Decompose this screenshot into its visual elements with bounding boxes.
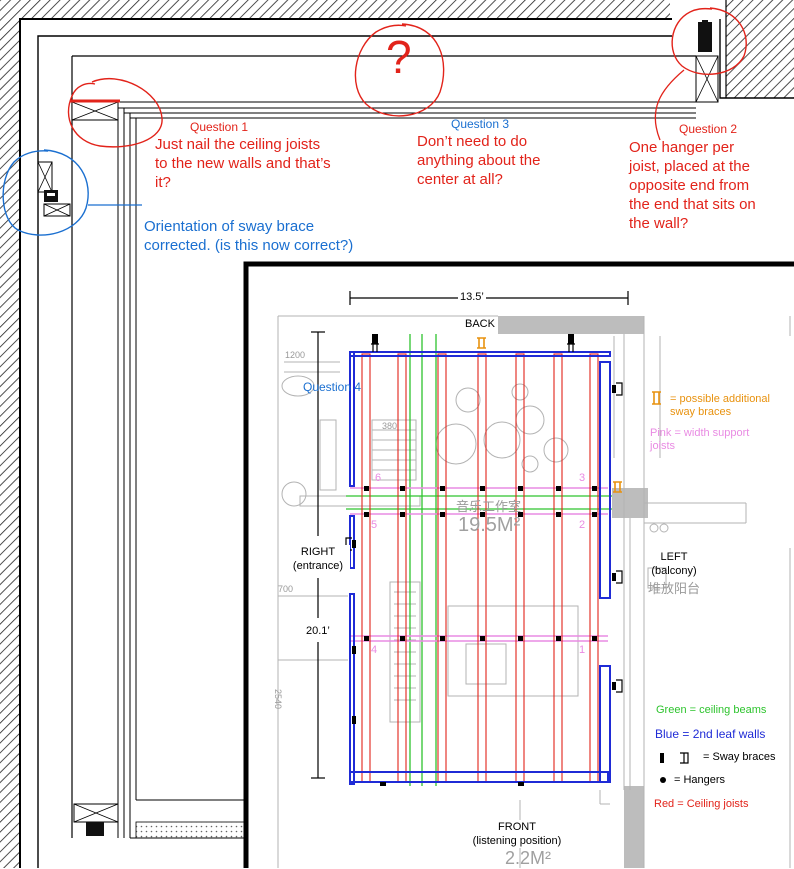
possible-sway-braces xyxy=(477,337,622,493)
legend-pink: Pink = width support joists xyxy=(650,427,749,453)
room-cn-label: 音乐工作室 xyxy=(456,500,522,515)
q2-line: the end that sits on xyxy=(629,196,756,213)
section-number: 6 xyxy=(375,472,382,484)
q2-leader-line xyxy=(654,69,685,141)
q2-text: One hanger per joist, placed at the oppo… xyxy=(629,138,756,233)
right-label: RIGHT (entrance) xyxy=(286,545,350,573)
q1-line: it? xyxy=(155,174,171,191)
legend-green: Green = ceiling beams xyxy=(656,704,767,716)
q4-label: Question 4 xyxy=(303,380,362,394)
legend-symbols xyxy=(652,391,689,783)
width-dimension: 13.5’ xyxy=(458,291,486,303)
front-label-line: (listening position) xyxy=(472,835,562,847)
q2-line: joist, placed at the xyxy=(629,158,750,175)
corner-post-bottom-left xyxy=(73,799,247,839)
section-number: 5 xyxy=(371,519,378,531)
legend-red: Red = Ceiling joists xyxy=(654,798,749,810)
right-label-line: RIGHT xyxy=(300,546,336,558)
balcony-cn-label: 堆放阳台 xyxy=(648,582,701,597)
left-label: LEFT (balcony) xyxy=(644,550,704,578)
front-label: FRONT (listening position) xyxy=(458,820,576,848)
dim-380: 380 xyxy=(382,421,398,431)
architectural-background xyxy=(277,315,791,868)
left-label-line: (balcony) xyxy=(651,565,697,577)
sway-braces xyxy=(345,334,623,786)
q3-line: anything about the xyxy=(417,152,541,169)
legend-pink-line: Pink = width support xyxy=(650,427,750,439)
legend-extra-sway: = possible additional sway braces xyxy=(670,393,770,419)
q2-line: One hanger per xyxy=(629,139,735,156)
sway-annotation-circle xyxy=(2,149,89,236)
dimension-lines xyxy=(311,291,629,779)
sway-note-line: corrected. (is this now correct?) xyxy=(144,237,354,254)
legend-extra-sway-line: = possible additional xyxy=(670,393,770,405)
dim-1200: 1200 xyxy=(285,350,306,360)
right-label-line: (entrance) xyxy=(292,560,344,572)
second-leaf-walls xyxy=(349,351,611,785)
section-number: 4 xyxy=(371,644,378,656)
q2-label: Question 2 xyxy=(679,122,738,136)
q3-line: Don’t need to do xyxy=(417,133,528,150)
outer-wall-outline xyxy=(19,18,672,868)
bottom-area-label: 2.2M² xyxy=(505,848,552,868)
section-number: 3 xyxy=(579,472,586,484)
question-mark: ? xyxy=(386,31,412,83)
section-number: 1 xyxy=(579,644,586,656)
q3-label: Question 3 xyxy=(451,117,510,131)
q2-line: the wall? xyxy=(629,215,689,232)
section-number: 2 xyxy=(579,519,586,531)
width-support-joists xyxy=(350,487,608,642)
q1-line: Just nail the ceiling joists xyxy=(155,136,321,153)
legend-sway: = Sway braces xyxy=(703,751,776,763)
legend-pink-line: joists xyxy=(650,440,676,452)
hatched-wall-top xyxy=(0,0,670,19)
sway-brace-detail xyxy=(37,161,71,217)
dim-700: 700 xyxy=(278,584,294,594)
hatched-wall-top-right xyxy=(726,0,794,98)
ceiling-beams xyxy=(346,334,612,786)
legend-extra-sway-line: sway braces xyxy=(670,406,732,418)
legend-blue: Blue = 2nd leaf walls xyxy=(655,727,766,741)
q3-annotation-circle xyxy=(354,23,445,117)
room-area-label: 19.5M² xyxy=(458,514,521,536)
legend-hanger-dot xyxy=(660,777,666,783)
q2-annotation-circle xyxy=(671,7,747,75)
length-dimension: 20.1’ xyxy=(306,625,330,637)
back-label: BACK xyxy=(465,318,495,330)
q1-annotation-circle xyxy=(67,77,163,148)
front-label-line: FRONT xyxy=(498,821,536,833)
q1-label: Question 1 xyxy=(190,120,249,134)
hangers xyxy=(364,486,597,641)
legend-hangers: = Hangers xyxy=(674,774,726,786)
corner-post-top-left xyxy=(70,99,120,121)
q1-text: Just nail the ceiling joists to the new … xyxy=(155,135,331,192)
sway-note: Orientation of sway brace corrected. (is… xyxy=(144,217,353,255)
dim-2540: 2540 xyxy=(273,688,284,710)
q3-text: Don’t need to do anything about the cent… xyxy=(417,132,540,189)
corner-post-top-right xyxy=(695,20,719,103)
q2-line: opposite end from xyxy=(629,177,750,194)
hatched-wall-left xyxy=(0,19,20,868)
q1-line: to the new walls and that’s xyxy=(155,155,331,172)
legend-sway-bar xyxy=(660,753,664,763)
q3-line: center at all? xyxy=(417,171,503,188)
sway-note-line: Orientation of sway brace xyxy=(144,218,315,235)
left-label-line: LEFT xyxy=(660,551,688,563)
